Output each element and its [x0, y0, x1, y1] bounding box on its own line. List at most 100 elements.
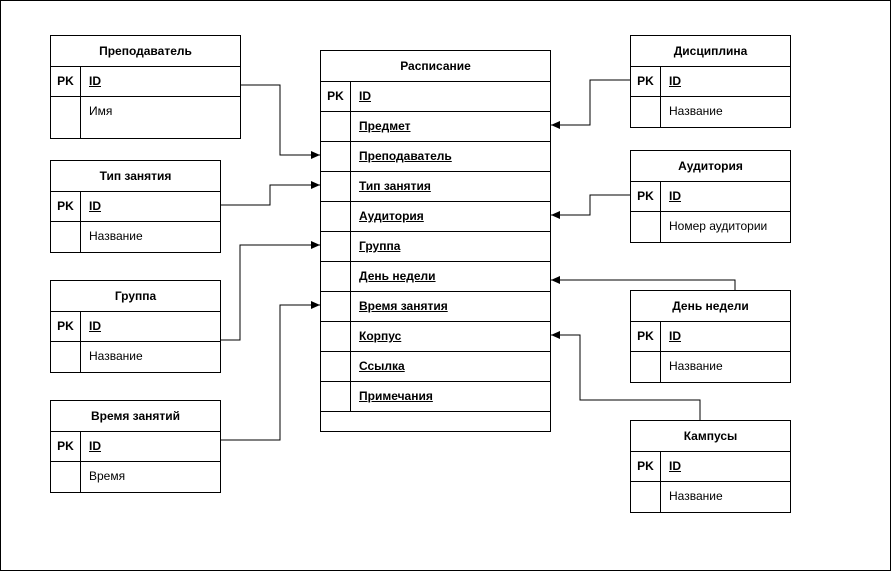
- field-weekday: День недели: [359, 269, 436, 283]
- field-name: Название: [669, 489, 723, 503]
- connector-lesson-time-schedule: [220, 301, 320, 441]
- pk-label: PK: [631, 322, 661, 351]
- field-classroom: Аудитория: [359, 209, 424, 223]
- table-row: Имя: [51, 97, 240, 138]
- entity-title: Аудитория: [631, 151, 790, 182]
- pk-label: PK: [51, 312, 81, 341]
- table-row: PK ID: [321, 82, 550, 112]
- table-row: Преподаватель: [321, 142, 550, 172]
- key-cell: [631, 212, 661, 242]
- key-cell: [321, 232, 351, 261]
- connector-campus-schedule: [551, 331, 701, 420]
- entity-title: Тип занятия: [51, 161, 220, 192]
- key-cell: [321, 172, 351, 201]
- table-row: PK ID: [631, 182, 790, 212]
- field-name: Имя: [89, 104, 113, 118]
- field-id: ID: [89, 319, 101, 333]
- key-cell: [321, 202, 351, 231]
- field-lesson-time: Время занятия: [359, 299, 448, 313]
- table-row: Название: [631, 352, 790, 382]
- pk-label: PK: [51, 432, 81, 461]
- field-subject: Предмет: [359, 119, 411, 133]
- pk-label: PK: [51, 192, 81, 221]
- table-row: Ссылка: [321, 352, 550, 382]
- entity-group[interactable]: Группа PK ID Название: [50, 280, 221, 373]
- entity-title: Преподаватель: [51, 36, 240, 67]
- field-name: Название: [89, 349, 143, 363]
- field-teacher: Преподаватель: [359, 149, 452, 163]
- entity-title: Дисциплина: [631, 36, 790, 67]
- table-row: PK ID: [631, 67, 790, 97]
- field-id: ID: [89, 74, 101, 88]
- entity-title: Время занятий: [51, 401, 220, 432]
- pk-label: PK: [51, 67, 81, 96]
- table-row: Название: [51, 222, 220, 252]
- table-row: Название: [631, 97, 790, 127]
- field-id: ID: [359, 89, 371, 103]
- connector-discipline-schedule: [551, 79, 630, 129]
- key-cell: [51, 342, 81, 372]
- table-row: Аудитория: [321, 202, 550, 232]
- field-name: Название: [89, 229, 143, 243]
- field-room-number: Номер аудитории: [669, 219, 768, 233]
- key-cell: [631, 352, 661, 382]
- field-name: Название: [669, 359, 723, 373]
- entity-lesson-time[interactable]: Время занятий PK ID Время: [50, 400, 221, 493]
- field-id: ID: [669, 74, 681, 88]
- key-cell: [51, 222, 81, 252]
- entity-schedule[interactable]: Расписание PK ID Предмет Преподаватель Т…: [320, 50, 551, 432]
- connector-weekday-schedule: [551, 276, 736, 290]
- table-row: Примечания: [321, 382, 550, 412]
- key-cell: [631, 482, 661, 512]
- field-group: Группа: [359, 239, 401, 253]
- connector-teacher-schedule: [240, 84, 320, 159]
- table-row: Время занятия: [321, 292, 550, 322]
- table-row: PK ID: [51, 192, 220, 222]
- key-cell: [321, 262, 351, 291]
- key-cell: [631, 97, 661, 127]
- pk-label: PK: [631, 452, 661, 481]
- key-cell: [51, 97, 81, 138]
- field-link: Ссылка: [359, 359, 405, 373]
- field-name: Время: [89, 469, 126, 483]
- entity-title: Группа: [51, 281, 220, 312]
- entity-campus[interactable]: Кампусы PK ID Название: [630, 420, 791, 513]
- key-cell: [321, 322, 351, 351]
- entity-classroom[interactable]: Аудитория PK ID Номер аудитории: [630, 150, 791, 243]
- table-row: Предмет: [321, 112, 550, 142]
- field-id: ID: [669, 459, 681, 473]
- field-lesson-type: Тип занятия: [359, 179, 431, 193]
- key-cell: [321, 382, 351, 411]
- table-row: Корпус: [321, 322, 550, 352]
- table-row: Время: [51, 462, 220, 492]
- field-id: ID: [669, 189, 681, 203]
- entity-title: День недели: [631, 291, 790, 322]
- field-id: ID: [89, 199, 101, 213]
- connector-classroom-schedule: [551, 194, 630, 219]
- field-notes: Примечания: [359, 389, 433, 403]
- key-cell: [321, 292, 351, 321]
- entity-weekday[interactable]: День недели PK ID Название: [630, 290, 791, 383]
- field-campus: Корпус: [359, 329, 402, 343]
- table-row: Номер аудитории: [631, 212, 790, 242]
- field-id: ID: [669, 329, 681, 343]
- entity-title: Расписание: [321, 51, 550, 82]
- key-cell: [51, 462, 81, 492]
- empty-row: [321, 412, 550, 431]
- entity-lesson-type[interactable]: Тип занятия PK ID Название: [50, 160, 221, 253]
- table-row: PK ID: [51, 67, 240, 97]
- table-row: Название: [631, 482, 790, 512]
- pk-label: PK: [631, 67, 661, 96]
- entity-title: Кампусы: [631, 421, 790, 452]
- entity-discipline[interactable]: Дисциплина PK ID Название: [630, 35, 791, 128]
- table-row: PK ID: [631, 452, 790, 482]
- table-row: Тип занятия: [321, 172, 550, 202]
- key-cell: [321, 142, 351, 171]
- entity-teacher[interactable]: Преподаватель PK ID Имя: [50, 35, 241, 139]
- table-row: День недели: [321, 262, 550, 292]
- table-row: Группа: [321, 232, 550, 262]
- field-id: ID: [89, 439, 101, 453]
- table-row: PK ID: [631, 322, 790, 352]
